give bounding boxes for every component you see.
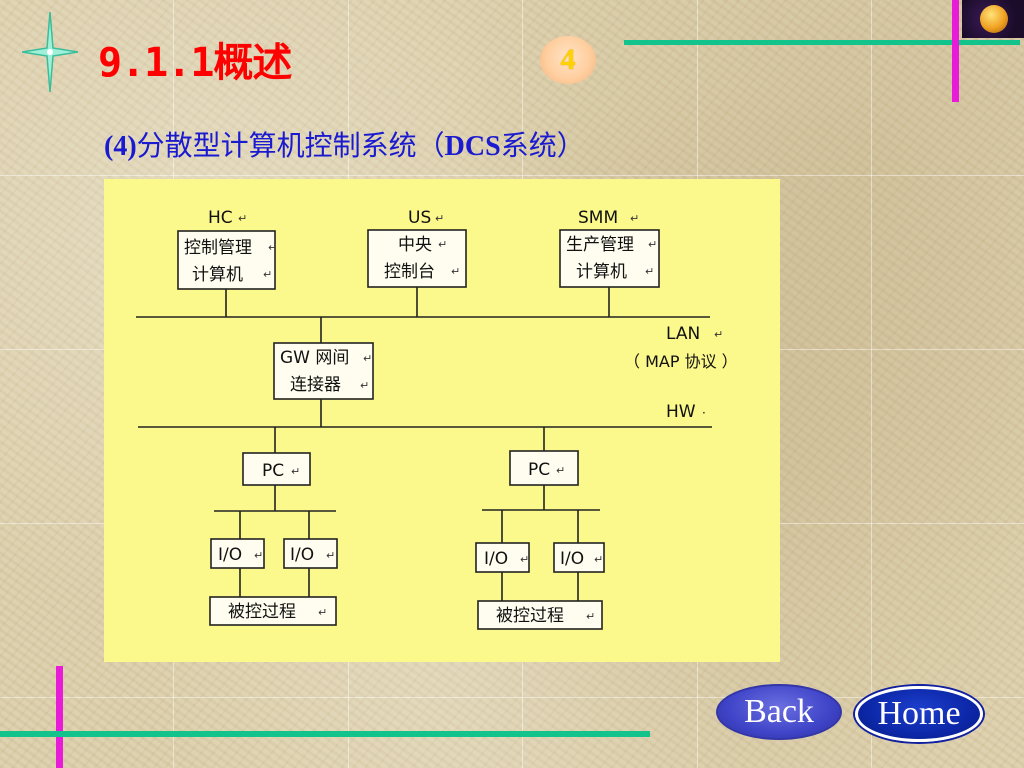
- pc2-io1-box: [475, 542, 530, 573]
- return-mark: ↵: [326, 549, 335, 562]
- pc2-process-label: 被控过程: [496, 606, 564, 626]
- dcs-architecture-diagram: HC US SMM 控制管理 计算机 中央 控制台 生产管理 计算机 LAN （…: [104, 179, 780, 662]
- us-line1: 中央: [398, 235, 432, 255]
- pc1-process-box: [209, 596, 337, 626]
- globe-logo-icon: [962, 0, 1024, 38]
- us-line2: 控制台: [384, 262, 435, 282]
- gateway-line1: GW 网间: [280, 348, 349, 368]
- return-mark: ↵: [648, 238, 657, 251]
- pc1-label: PC: [262, 461, 284, 481]
- pc2-io2-label: I/O: [560, 549, 584, 569]
- return-mark: ↵: [556, 464, 565, 477]
- pc2-io2-box: [553, 542, 605, 573]
- pc1-process-label: 被控过程: [228, 602, 296, 622]
- us-code-label: US: [408, 208, 431, 228]
- gateway-line2: 连接器: [290, 375, 341, 395]
- return-mark: ↵: [451, 265, 460, 278]
- pc2-label: PC: [528, 460, 550, 480]
- smm-code-label: SMM: [578, 208, 618, 228]
- pc1-box: [242, 452, 311, 486]
- bottom-magenta-rule: [56, 666, 63, 768]
- hc-line2: 计算机: [192, 265, 243, 285]
- return-mark: ↵: [360, 379, 369, 392]
- return-mark: ↵: [254, 549, 263, 562]
- return-mark: ↵: [594, 553, 603, 566]
- return-mark: ↵: [263, 268, 272, 281]
- bottom-green-rule: [0, 731, 650, 737]
- hc-box: [177, 230, 276, 290]
- slide-title: 9.1.1概述: [98, 40, 292, 86]
- page-number-badge: 4: [540, 36, 596, 84]
- gateway-box: [273, 342, 374, 400]
- lan-protocol-label: （ MAP 协议 ）: [624, 352, 738, 371]
- return-mark: ↵: [363, 352, 372, 365]
- top-green-rule: [624, 40, 1020, 45]
- pc1-io2-box: [283, 538, 338, 569]
- pc2-process-box: [477, 600, 603, 630]
- pc1-io2-label: I/O: [290, 545, 314, 565]
- hc-line1: 控制管理: [184, 238, 252, 258]
- smm-box: [559, 229, 660, 288]
- return-mark: ↵: [291, 465, 300, 478]
- subtitle-middle: 分散型计算机控制系统（: [136, 131, 445, 162]
- return-mark: ↵: [520, 553, 529, 566]
- smm-line2: 计算机: [576, 262, 627, 282]
- pc1-io1-label: I/O: [218, 545, 242, 565]
- return-mark: ↵: [318, 606, 327, 619]
- return-mark: ↵: [630, 212, 639, 225]
- return-mark: ↵: [714, 328, 723, 341]
- return-mark: ↵: [438, 238, 447, 251]
- return-mark: ↵: [645, 265, 654, 278]
- return-mark: ↵: [238, 212, 247, 225]
- top-magenta-rule: [952, 0, 959, 102]
- hw-label: HW: [666, 402, 696, 422]
- subtitle-suffix: 系统）: [500, 131, 585, 162]
- pc2-io1-label: I/O: [484, 549, 508, 569]
- return-mark: ↵: [586, 610, 595, 623]
- back-button[interactable]: Back: [716, 684, 842, 740]
- us-box: [367, 229, 467, 288]
- smm-line1: 生产管理: [566, 235, 634, 255]
- subtitle-acronym: DCS: [444, 131, 501, 162]
- return-mark: ↵: [435, 212, 444, 225]
- hw-mark: ·: [702, 406, 706, 420]
- pc1-io1-box: [210, 538, 265, 569]
- hc-code-label: HC: [208, 208, 233, 228]
- sparkle-star-icon: [22, 12, 78, 92]
- return-mark: ↵: [268, 241, 277, 254]
- pc2-box: [509, 450, 579, 486]
- home-button[interactable]: Home: [855, 686, 983, 742]
- subtitle-prefix: (4): [104, 131, 137, 162]
- lan-label: LAN: [666, 324, 700, 344]
- slide-subtitle: (4)分散型计算机控制系统（DCS系统）: [104, 124, 585, 164]
